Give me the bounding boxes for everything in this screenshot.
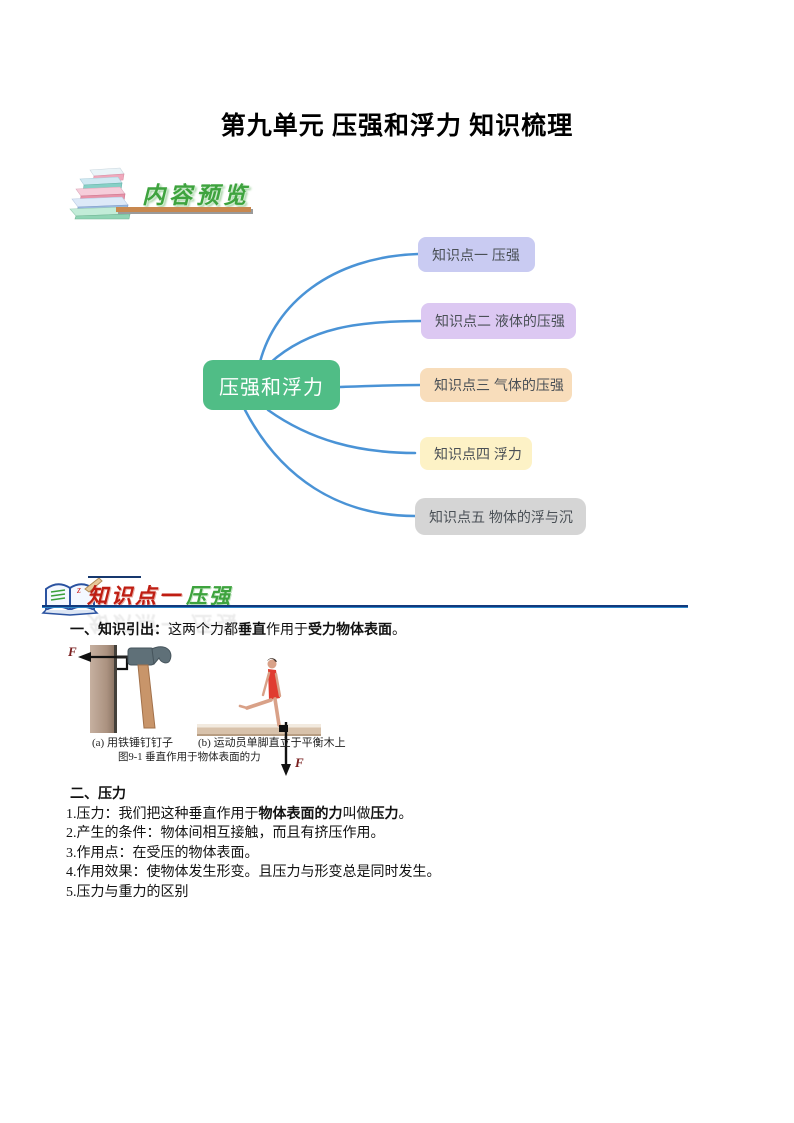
pressure-item-1-mid: 叫做 [342,806,371,822]
mindmap-curves [243,252,423,518]
balance-beam-illustration [197,724,321,736]
pressure-item-2: 2.产生的条件：物体间相互接触，而且有挤压作用。 [66,826,385,841]
figure-b-label: (b) 运动员单脚直立于平衡木上 [198,737,346,749]
right-angle-mark [117,657,129,671]
hammer-nail-figure [78,646,172,729]
pressure-item-5: 5.压力与重力的区别 [66,884,189,900]
section-title-badge: 压强 [186,584,232,608]
force-label-b: F [295,755,304,770]
intro-text-1: 这两个力都 [168,623,238,638]
section-number-badge: 知识点一 [87,584,183,608]
figure-caption: 图9-1 垂直作用于物体表面的力 [118,752,261,763]
wood-plank-illustration [90,645,117,733]
intro-bold-1: 垂直 [238,623,266,638]
mindmap-node-topic3[interactable]: 知识点三 气体的压强 [420,368,572,402]
pressure-item-1: 1.压力：我们把这种垂直作用于物体表面的力叫做压力。 [66,805,441,825]
mindmap: 压强和浮力 知识点一 压强 知识点二 液体的压强 知识点三 气体的压强 知识点四… [190,225,610,555]
intro-bold-2: 受力物体表面 [308,623,392,638]
gymnast-figure [238,658,291,776]
mindmap-root-node[interactable]: 压强和浮力 [203,360,340,410]
preview-header: 内容预览 [142,183,250,208]
intro-label: 一、知识引出： [70,623,168,638]
gymnast-icon [238,658,282,727]
hammer-icon [127,646,172,729]
pressure-item-1-bold1: 物体表面的力 [258,806,343,822]
section-top-rule [88,576,141,578]
preview-underline-bar [116,207,251,212]
intro-text-3: 。 [392,623,406,638]
pressure-item-1-bold2: 压力 [370,806,399,822]
pressure-section: 二、压力 1.压力：我们把这种垂直作用于物体表面的力叫做压力。 2.产生的条件：… [66,785,441,902]
intro-text-2: 作用于 [266,623,308,638]
pressure-item-1-end: 。 [398,806,413,822]
svg-text:z: z [76,585,81,596]
mindmap-node-topic4[interactable]: 知识点四 浮力 [420,437,532,470]
intro-line: 一、知识引出：这两个力都垂直作用于受力物体表面。 [70,619,406,639]
mindmap-node-topic2[interactable]: 知识点二 液体的压强 [421,303,576,339]
mindmap-node-topic5[interactable]: 知识点五 物体的浮与沉 [415,498,586,535]
mindmap-node-topic1[interactable]: 知识点一 压强 [418,237,535,272]
pressure-heading: 二、压力 [70,787,126,802]
books-stack-icon [69,167,131,220]
pressure-item-1-prefix: 1.压力：我们把这种垂直作用于 [66,806,259,822]
pressure-item-4: 4.作用效果：使物体发生形变。且压力与形变总是同时发生。 [66,865,441,880]
right-angle-square [279,725,288,732]
page-title: 第九单元 压强和浮力 知识梳理 [220,113,574,140]
figure-a-label: (a) 用铁锤钉钉子 [92,737,173,749]
pressure-item-3: 3.作用点：在受压的物体表面。 [66,845,259,861]
force-label-a: F [68,644,77,659]
section-underline [42,605,688,608]
